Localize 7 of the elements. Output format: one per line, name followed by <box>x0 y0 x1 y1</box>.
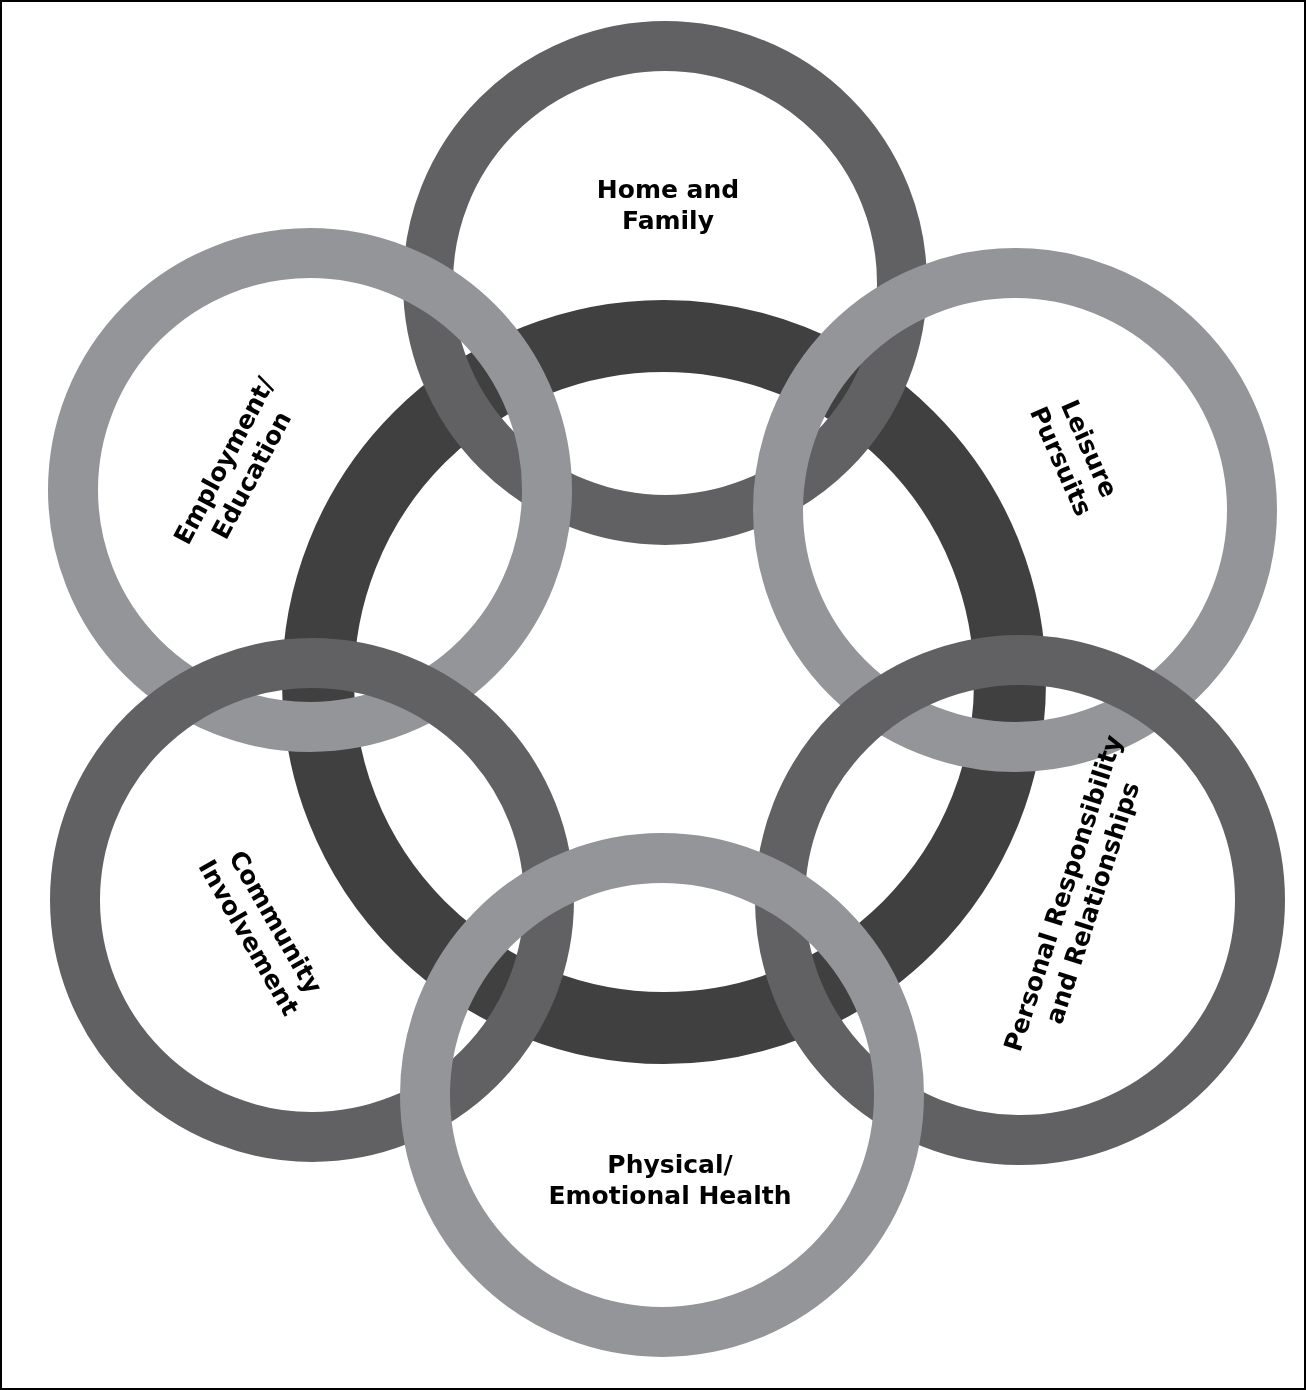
ring <box>403 21 927 545</box>
ring-label: Physical/ Emotional Health <box>547 1148 793 1212</box>
ring <box>755 635 1285 1165</box>
ring <box>50 638 574 1162</box>
ring-label: Home and Family <box>595 173 741 237</box>
ring <box>400 833 924 1357</box>
ring <box>48 228 572 752</box>
